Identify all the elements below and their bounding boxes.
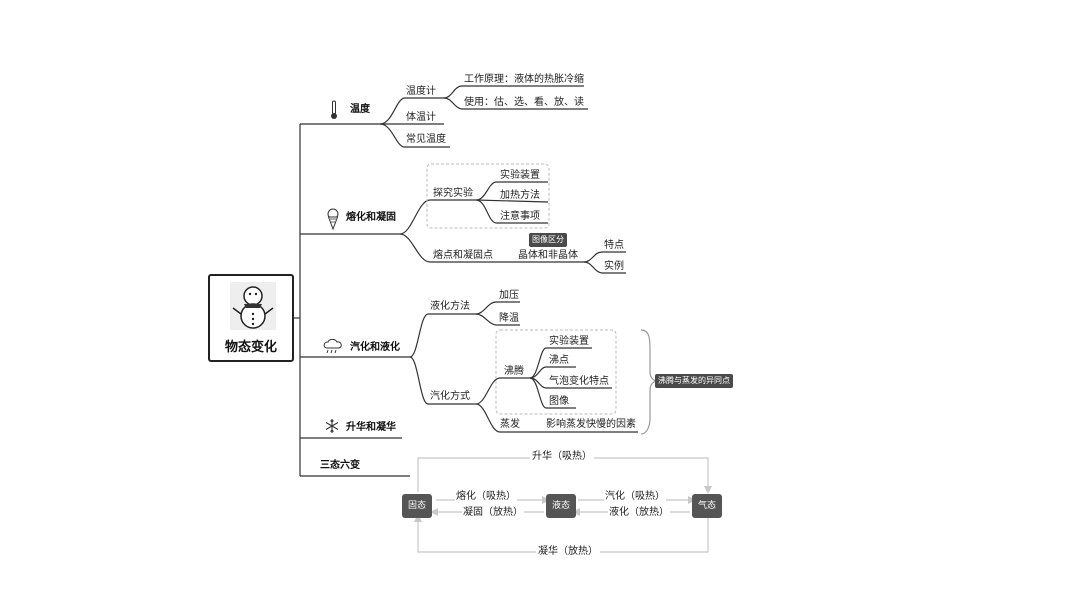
graph-badge: 图像区分 [529, 233, 567, 247]
node-boil-item[interactable]: 图像 [549, 396, 569, 407]
ice-cream-icon [327, 208, 339, 230]
state-solid[interactable]: 固态 [402, 494, 432, 518]
node-common-temps[interactable]: 常见温度 [406, 134, 446, 145]
node-melting-points[interactable]: 熔点和凝固点 [433, 250, 493, 261]
state-gas[interactable]: 气态 [692, 494, 722, 518]
node-exp-item[interactable]: 加热方法 [500, 190, 540, 201]
label-melt: 熔化（吸热） [455, 491, 517, 503]
branch-three-states[interactable]: 三态六变 [320, 460, 360, 471]
label-sublimation: 升华（吸热） [530, 451, 594, 463]
node-boil-item[interactable]: 沸点 [549, 355, 569, 366]
node-liq-methods[interactable]: 液化方法 [430, 301, 470, 312]
branch-sublimation[interactable]: 升华和凝华 [346, 422, 396, 433]
node-experiment[interactable]: 探究实验 [433, 188, 473, 199]
branch-melting[interactable]: 熔化和凝固 [346, 212, 396, 223]
node-crystal-item[interactable]: 实例 [604, 261, 624, 272]
node-crystal[interactable]: 晶体和非晶体 [518, 250, 578, 261]
label-deposition: 凝华（放热） [536, 546, 600, 558]
node-body-thermometer[interactable]: 体温计 [406, 112, 436, 123]
node-boiling[interactable]: 沸腾 [504, 366, 524, 377]
rain-cloud-icon [323, 338, 342, 354]
compare-badge: 沸腾与蒸发的异同点 [655, 374, 733, 388]
node-exp-item[interactable]: 注意事项 [500, 211, 540, 222]
node-evap-factor[interactable]: 影响蒸发快慢的因素 [546, 419, 636, 430]
snowflake-icon [325, 419, 339, 433]
node-crystal-item[interactable]: 特点 [604, 240, 624, 251]
node-exp-item[interactable]: 实验装置 [500, 170, 540, 181]
node-thermometer[interactable]: 温度计 [406, 86, 436, 97]
node-liq-item[interactable]: 降温 [499, 313, 519, 324]
node-boil-item[interactable]: 气泡变化特点 [549, 376, 609, 387]
root-title: 物态变化 [224, 340, 277, 355]
branch-temperature[interactable]: 温度 [350, 104, 370, 115]
root-node[interactable]: 物态变化 [208, 274, 294, 362]
label-vaporize: 汽化（吸热） [604, 491, 666, 503]
snowman-icon [230, 282, 276, 330]
state-liquid[interactable]: 液态 [546, 494, 576, 518]
branch-vapor[interactable]: 汽化和液化 [350, 342, 400, 353]
thermometer-icon [331, 100, 337, 119]
node-usage[interactable]: 使用：估、选、看、放、读 [464, 97, 584, 108]
node-liq-item[interactable]: 加压 [499, 290, 519, 301]
label-liquefy: 液化（放热） [608, 507, 670, 519]
node-evaporation[interactable]: 蒸发 [500, 419, 520, 430]
node-principle[interactable]: 工作原理：液体的热胀冷缩 [464, 74, 584, 85]
label-freeze: 凝固（放热） [462, 507, 524, 519]
node-boil-item[interactable]: 实验装置 [549, 336, 589, 347]
node-vap-methods[interactable]: 汽化方式 [430, 391, 470, 402]
